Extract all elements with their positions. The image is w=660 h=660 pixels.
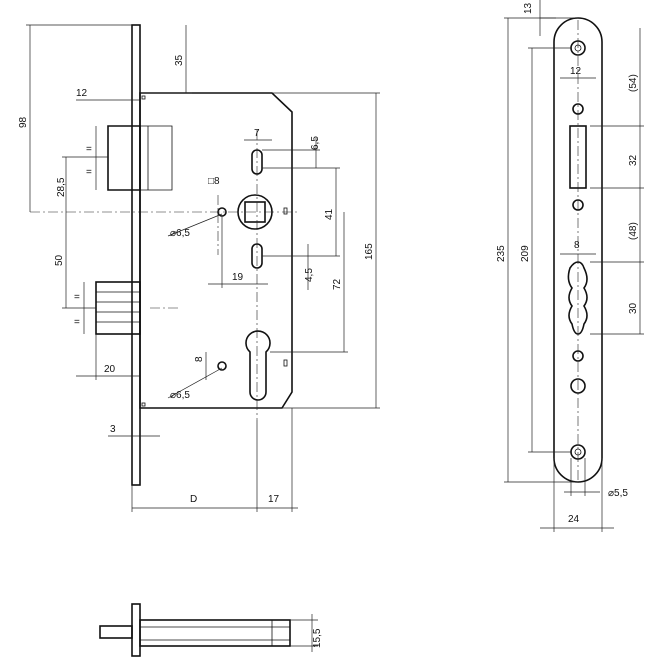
forend-plate xyxy=(131,24,141,486)
dim-12-left: 12 xyxy=(76,88,88,99)
eq-mark-3: = xyxy=(74,292,80,303)
dim-17: 17 xyxy=(268,494,280,505)
dim-19: 19 xyxy=(232,272,244,283)
dim-235: 235 xyxy=(496,245,507,262)
dim-dia-6-5-bottom: ⌀6,5 xyxy=(170,390,190,401)
bolt-side xyxy=(99,625,133,639)
dim-6-5-top: 6,5 xyxy=(310,136,321,150)
dim-20: 20 xyxy=(104,364,116,375)
case-side xyxy=(139,619,291,647)
front-view: 98 35 12 = = 28,5 50 = = 20 3 D xyxy=(18,24,380,512)
eq-mark-2: = xyxy=(86,167,92,178)
deadbolt-opening xyxy=(567,261,588,335)
dim-50: 50 xyxy=(54,254,65,266)
dim-30: 30 xyxy=(628,302,639,314)
eq-mark-1: = xyxy=(86,144,92,155)
fixing-hole-bottom xyxy=(217,361,227,371)
dim-24: 24 xyxy=(568,514,580,525)
dim-35: 35 xyxy=(174,54,185,66)
dim-square-8: □8 xyxy=(208,176,220,187)
forend-side xyxy=(131,603,141,657)
dim-98: 98 xyxy=(18,116,29,128)
dim-D: D xyxy=(190,494,197,505)
dim-54: (54) xyxy=(628,74,639,92)
dim-48: (48) xyxy=(628,222,639,240)
dim-28-5: 28,5 xyxy=(56,177,67,197)
faceplate-view: 13 12 (54) 32 (48) 8 30 235 209 xyxy=(496,0,644,532)
dim-12-plate: 12 xyxy=(570,66,582,77)
dim-32: 32 xyxy=(628,154,639,166)
latch-bolt xyxy=(107,125,141,191)
dim-13: 13 xyxy=(523,2,534,14)
dim-7: 7 xyxy=(254,128,260,139)
dim-165: 165 xyxy=(364,243,375,260)
dim-dia-6-5-top: ⌀6,5 xyxy=(170,228,190,239)
dim-15-5: 15,5 xyxy=(312,628,323,648)
dim-41: 41 xyxy=(324,208,335,220)
dim-dia-5-5: ⌀5,5 xyxy=(608,488,628,499)
bottom-view: 15,5 xyxy=(99,603,323,657)
dim-72: 72 xyxy=(332,278,343,290)
dim-8-cyl: 8 xyxy=(194,356,205,362)
eq-mark-4: = xyxy=(74,317,80,328)
cylinder-hole xyxy=(245,330,271,401)
dead-bolt xyxy=(95,281,141,335)
dim-209: 209 xyxy=(520,245,531,262)
dim-3: 3 xyxy=(110,424,116,435)
dim-8-plate: 8 xyxy=(574,240,580,251)
dim-4-5: 4,5 xyxy=(304,268,315,282)
